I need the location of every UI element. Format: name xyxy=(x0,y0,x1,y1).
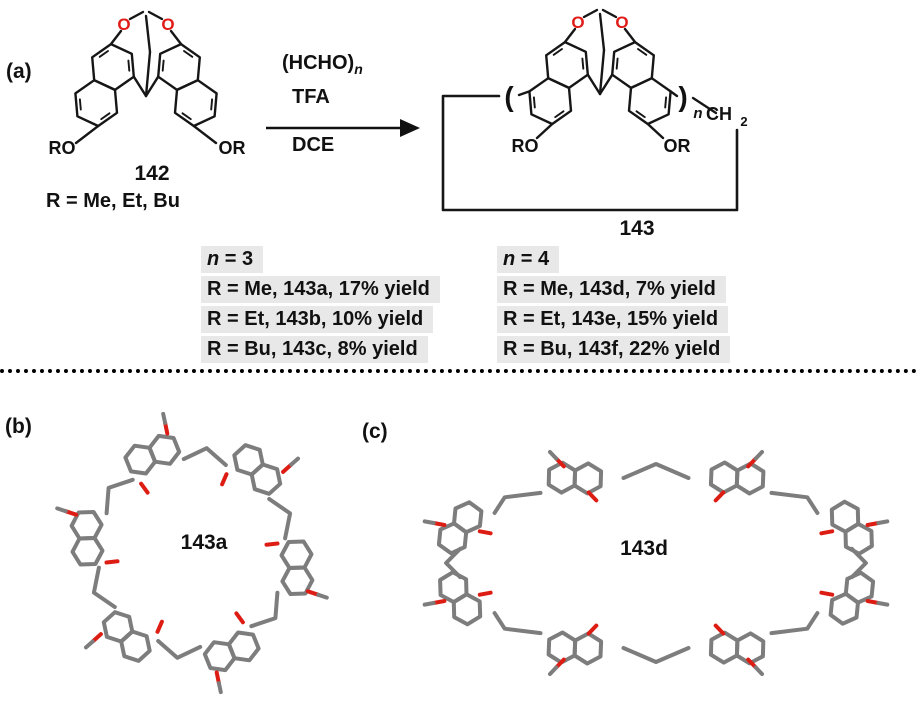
reagent-tfa: TFA xyxy=(292,86,330,108)
reagent-hcho: (HCHO)n xyxy=(282,52,363,77)
yield-header-value: = 3 xyxy=(219,248,254,270)
ro-substituent-label: RO xyxy=(512,136,539,156)
yield-header-value: = 4 xyxy=(515,248,550,270)
compound-142-label: 142 xyxy=(134,162,169,185)
ro-substituent-label: RO xyxy=(49,138,76,158)
reaction-arrow xyxy=(266,119,420,137)
yield-block-n3: n = 3 R = Me, 143a, 17% yield R = Et, 14… xyxy=(201,246,440,366)
yield-header-n: n xyxy=(503,248,516,270)
reactant-bond-skeleton xyxy=(74,10,218,145)
ch2-subscript: 2 xyxy=(740,114,747,129)
repeat-subscript: n xyxy=(693,105,702,122)
yield-block-n4: n = 4 R = Me, 143d, 7% yield R = Et, 143… xyxy=(497,246,731,366)
yield-row: R = Et, 143e, 15% yield xyxy=(497,306,729,333)
solvent-dce: DCE xyxy=(292,134,335,156)
yield-row: R = Bu, 143f, 22% yield xyxy=(497,336,731,363)
compound-143d-label: 143d xyxy=(620,537,668,560)
crystal-structure-143d: 143d xyxy=(422,450,890,676)
section-divider xyxy=(0,369,917,373)
yield-row: R = Me, 143d, 7% yield xyxy=(497,276,726,303)
left-bracket: ( xyxy=(504,81,514,112)
panel-b-label: (b) xyxy=(5,415,32,438)
compound-143-structure: O O RO OR ( ) n CH 2 143 xyxy=(441,8,748,240)
crystal-structure-143a: 143a xyxy=(55,411,329,695)
yield-row: R = Et, 143b, 10% yield xyxy=(201,306,434,333)
r-group-note: R = Me, Et, Bu xyxy=(46,190,180,212)
compound-143a-label: 143a xyxy=(181,531,228,554)
crystal-143d-sticks xyxy=(422,450,890,676)
or-substituent-label: OR xyxy=(664,136,691,156)
compound-142-structure: O O RO OR 142 xyxy=(49,10,246,185)
product-bond-skeleton xyxy=(441,8,739,212)
oxygen-atom-label: O xyxy=(161,15,174,34)
crystal-143a-sticks xyxy=(55,411,329,695)
yield-header-n3: n = 3 xyxy=(201,246,264,273)
reagent-hcho-subscript: n xyxy=(354,61,363,77)
oxygen-atom-label: O xyxy=(571,13,584,32)
compound-143-label: 143 xyxy=(619,217,654,240)
oxygen-atom-label: O xyxy=(615,13,628,32)
oxygen-atom-label: O xyxy=(117,15,130,34)
yield-row: R = Bu, 143c, 8% yield xyxy=(201,336,428,363)
yield-row: R = Me, 143a, 17% yield xyxy=(201,276,440,303)
right-bracket: ) xyxy=(678,81,687,112)
reagent-hcho-text: (HCHO) xyxy=(282,52,355,74)
panel-a-label: (a) xyxy=(6,60,32,83)
or-substituent-label: OR xyxy=(219,138,246,158)
yield-header-n: n xyxy=(207,248,220,270)
yield-header-n4: n = 4 xyxy=(497,246,560,273)
ch2-label: CH xyxy=(706,104,732,124)
arrow-head xyxy=(400,119,420,137)
panel-c-label: (c) xyxy=(362,420,388,443)
